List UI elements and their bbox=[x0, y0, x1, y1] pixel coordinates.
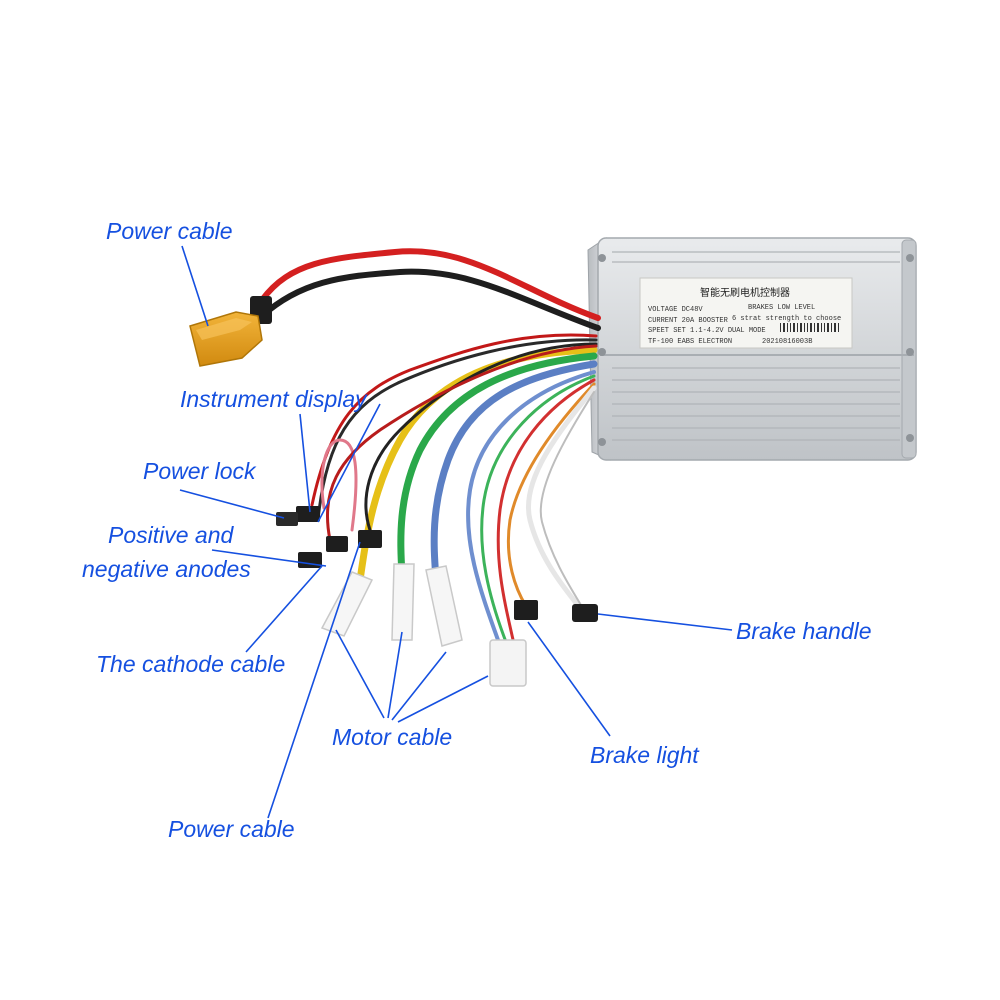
pointer-cathode bbox=[245, 565, 323, 653]
power-wire-black bbox=[259, 268, 601, 331]
pointer-motor-4 bbox=[397, 675, 489, 723]
pointer-power-cable-top bbox=[181, 245, 209, 327]
callout-brake-handle: Brake handle bbox=[736, 618, 872, 644]
wire-bundle bbox=[259, 248, 601, 646]
callout-positive-negative-line1: Positive and bbox=[108, 522, 234, 548]
pointer-power-cable-bottom bbox=[267, 541, 361, 819]
pointer-power-lock bbox=[179, 489, 285, 519]
motor-wire-blue bbox=[430, 360, 598, 584]
hall-wire-green bbox=[480, 374, 596, 644]
motor-terminal bbox=[391, 563, 415, 641]
hall-wire-blue bbox=[466, 370, 596, 642]
callout-power-lock: Power lock bbox=[143, 458, 256, 484]
pointer-motor-3 bbox=[391, 651, 447, 721]
housing-screw bbox=[598, 438, 606, 446]
label-title: 智能无刷电机控制器 bbox=[700, 286, 790, 299]
label-barcode bbox=[780, 323, 839, 332]
hall-connector bbox=[489, 639, 527, 687]
controller-housing bbox=[587, 237, 917, 461]
cathode-wire-black bbox=[364, 342, 598, 532]
pointer-instrument-display bbox=[299, 413, 311, 513]
motor-terminals bbox=[320, 563, 463, 647]
callout-motor-cable: Motor cable bbox=[332, 724, 453, 750]
housing-screw bbox=[906, 348, 914, 356]
pointer-anodes bbox=[211, 549, 327, 567]
cathode-connector bbox=[358, 530, 382, 548]
power-wire-red bbox=[259, 248, 601, 321]
brake-handle-connector bbox=[572, 604, 598, 622]
brake-light-connector bbox=[514, 600, 538, 620]
pointer-brake-handle bbox=[597, 613, 733, 631]
label-serial: 20210816003B bbox=[762, 338, 812, 346]
pointer-motor-1 bbox=[335, 629, 385, 719]
callout-instrument-display: Instrument display bbox=[180, 386, 367, 412]
label-current: CURRENT 20A BOOSTER bbox=[648, 317, 729, 325]
pointer-motor-2 bbox=[387, 631, 403, 719]
motor-terminal bbox=[425, 565, 463, 647]
housing-screw bbox=[906, 254, 914, 262]
label-strength: 6 strat strength to choose bbox=[732, 315, 841, 323]
pointer-brake-light bbox=[527, 621, 611, 737]
label-speed: SPEET SET 1.1-4.2V DUAL MODE bbox=[648, 327, 766, 335]
brake-light-wire-orange bbox=[506, 382, 596, 608]
lock-wire-red bbox=[325, 344, 598, 542]
pink-loop-wire bbox=[320, 438, 358, 532]
pointer-lines bbox=[179, 245, 733, 819]
brake-handle-wire-gray bbox=[539, 391, 595, 611]
lock-connector bbox=[276, 512, 298, 526]
hall-wire-red bbox=[496, 378, 596, 646]
xt60-connector bbox=[189, 296, 272, 367]
brake-handle-wire-white bbox=[526, 385, 597, 611]
callout-power-cable-bottom: Power cable bbox=[168, 816, 295, 842]
callout-brake-light: Brake light bbox=[590, 742, 699, 768]
callout-cathode-cable: The cathode cable bbox=[96, 651, 286, 677]
product-label: 智能无刷电机控制器 VOLTAGE DC48V BRAKES LOW LEVEL… bbox=[639, 277, 853, 349]
instrument-connector bbox=[296, 506, 320, 522]
label-brakes: BRAKES LOW LEVEL bbox=[748, 304, 815, 312]
housing-screw bbox=[598, 254, 606, 262]
thin-wire-red bbox=[310, 333, 598, 507]
small-connectors bbox=[276, 506, 598, 687]
housing-screw bbox=[598, 348, 606, 356]
label-voltage: VOLTAGE DC48V bbox=[648, 306, 703, 314]
callout-positive-negative-line2: negative anodes bbox=[82, 556, 251, 582]
pointer-instrument-display-2 bbox=[317, 403, 381, 523]
housing-body bbox=[597, 237, 917, 461]
housing-screw bbox=[906, 434, 914, 442]
cooling-fins bbox=[612, 251, 900, 441]
label-model: TF-100 EABS ELECTRON bbox=[648, 338, 732, 346]
anode-connector-2 bbox=[326, 536, 348, 552]
thin-wire-black bbox=[316, 338, 598, 522]
motor-wire-green bbox=[397, 352, 598, 579]
callout-power-cable-top: Power cable bbox=[106, 218, 233, 244]
